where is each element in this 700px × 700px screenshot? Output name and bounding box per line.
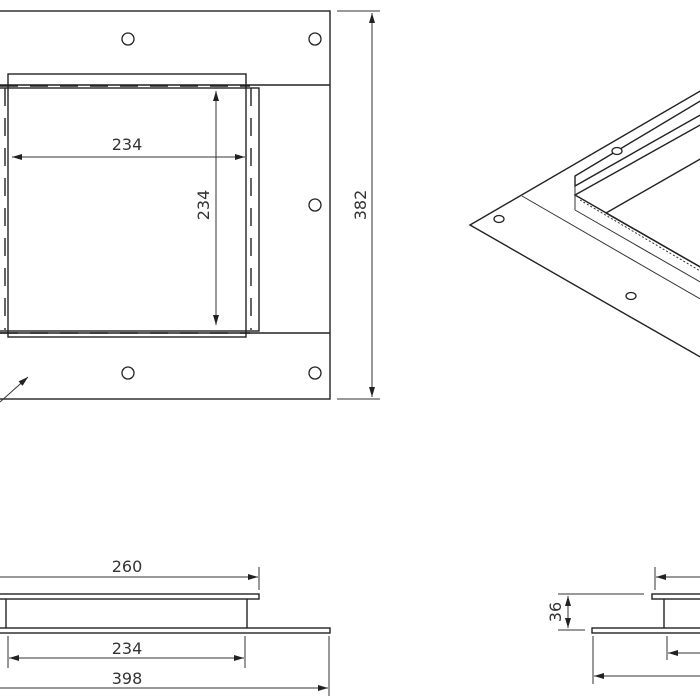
flange	[651, 593, 700, 600]
isometric-view	[468, 90, 700, 358]
bolt-hole	[625, 291, 637, 301]
flange-outline	[0, 87, 260, 332]
dimension-label: 260	[112, 557, 143, 576]
dimension-label: 234	[112, 639, 143, 658]
dimension-label: 382	[351, 190, 370, 221]
dimension-label: 36	[546, 602, 565, 622]
dimension-label: 234	[194, 190, 213, 221]
bolt-hole	[611, 146, 623, 156]
bolt-hole	[493, 214, 505, 224]
dimension-label: 234	[112, 135, 143, 154]
base-plate	[591, 627, 700, 634]
frame-outline	[7, 73, 247, 338]
bolt-hole	[308, 198, 322, 212]
leader-arrow	[0, 376, 29, 403]
top-view: 234 234 382	[0, 10, 380, 403]
front-view: 260 234 398	[0, 557, 331, 696]
side-view: 36	[546, 567, 700, 684]
flange	[0, 593, 260, 600]
base-plate-outline	[0, 10, 331, 400]
bolt-hole	[308, 32, 322, 46]
dimension-label: 398	[112, 669, 143, 688]
bolt-hole	[308, 366, 322, 380]
bolt-hole	[121, 366, 135, 380]
base-plate	[0, 627, 331, 634]
bolt-hole	[121, 32, 135, 46]
